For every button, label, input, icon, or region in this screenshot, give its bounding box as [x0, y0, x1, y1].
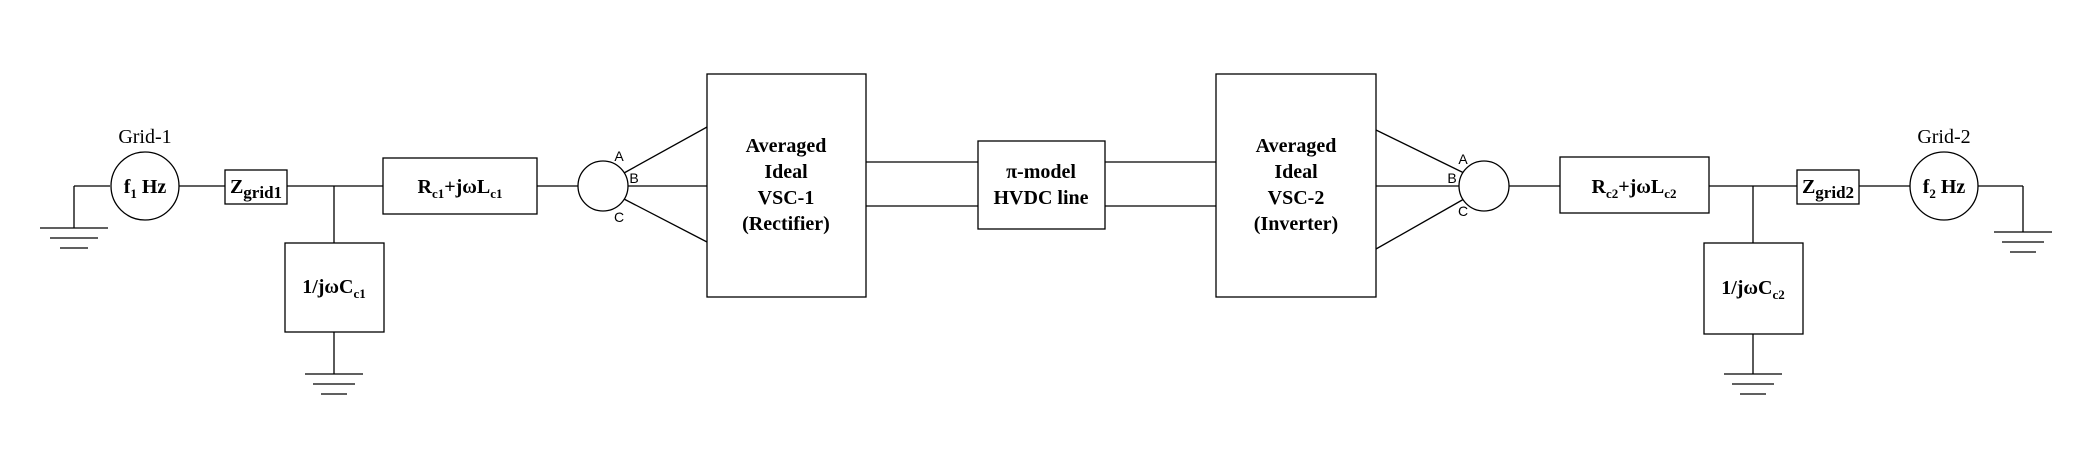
- svg-text:Zgrid2: Zgrid2: [1802, 176, 1854, 202]
- svg-text:Averaged: Averaged: [1256, 135, 1337, 157]
- svg-text:(Rectifier): (Rectifier): [742, 213, 830, 235]
- grid2-label: Grid-2: [1917, 126, 1970, 148]
- zgrid1-block: Zgrid1: [224, 169, 288, 205]
- ground-symbol-grid2: [1994, 186, 2052, 253]
- phase-b-label: B: [1447, 170, 1456, 186]
- svg-text:f1 Hz: f1 Hz: [124, 176, 167, 201]
- svg-text:Averaged: Averaged: [746, 135, 827, 157]
- svg-text:VSC-2: VSC-2: [1268, 187, 1325, 209]
- svg-text:f2 Hz: f2 Hz: [1923, 176, 1966, 201]
- hvdc-line-block: π-model HVDC line: [977, 140, 1106, 230]
- svg-text:Ideal: Ideal: [1274, 161, 1318, 183]
- svg-text:1/jωCc2: 1/jωCc2: [1721, 277, 1785, 302]
- phase-splitter-1: [577, 126, 708, 243]
- rl2-block: Rc2+jωLc2: [1559, 156, 1710, 214]
- svg-text:π-model: π-model: [1006, 161, 1076, 183]
- ground-symbol-grid1: [40, 186, 108, 249]
- svg-text:VSC-1: VSC-1: [758, 187, 815, 209]
- phase-a-label: A: [614, 148, 624, 164]
- svg-text:HVDC line: HVDC line: [994, 187, 1089, 209]
- svg-text:Rc1+jωLc1: Rc1+jωLc1: [417, 176, 502, 201]
- rl1-block: Rc1+jωLc1: [382, 157, 538, 215]
- capacitor1-block: 1/jωCc1: [284, 242, 385, 333]
- svg-text:Zgrid1: Zgrid1: [230, 176, 282, 202]
- svg-text:Ideal: Ideal: [764, 161, 808, 183]
- svg-text:Rc2+jωLc2: Rc2+jωLc2: [1591, 176, 1676, 201]
- zgrid2-block: Zgrid2: [1796, 169, 1860, 205]
- phase-splitter-2: [1375, 129, 1510, 250]
- phase-c-label: C: [1458, 203, 1468, 219]
- vsc2-block: Averaged Ideal VSC-2 (Inverter): [1215, 73, 1377, 298]
- capacitor2-block: 1/jωCc2: [1703, 242, 1804, 335]
- phase-c-label: C: [614, 209, 624, 225]
- phase-a-label: A: [1458, 151, 1468, 167]
- grid1-label: Grid-1: [118, 126, 171, 148]
- svg-text:(Inverter): (Inverter): [1254, 213, 1338, 235]
- vsc1-block: Averaged Ideal VSC-1 (Rectifier): [706, 73, 867, 298]
- ground-symbol-cap1: [305, 332, 363, 395]
- grid1-source: f1 Hz: [110, 151, 180, 221]
- grid2-source: f2 Hz: [1909, 151, 1979, 221]
- phase-b-label: B: [629, 170, 638, 186]
- svg-text:1/jωCc1: 1/jωCc1: [302, 276, 366, 301]
- ground-symbol-cap2: [1724, 334, 1782, 395]
